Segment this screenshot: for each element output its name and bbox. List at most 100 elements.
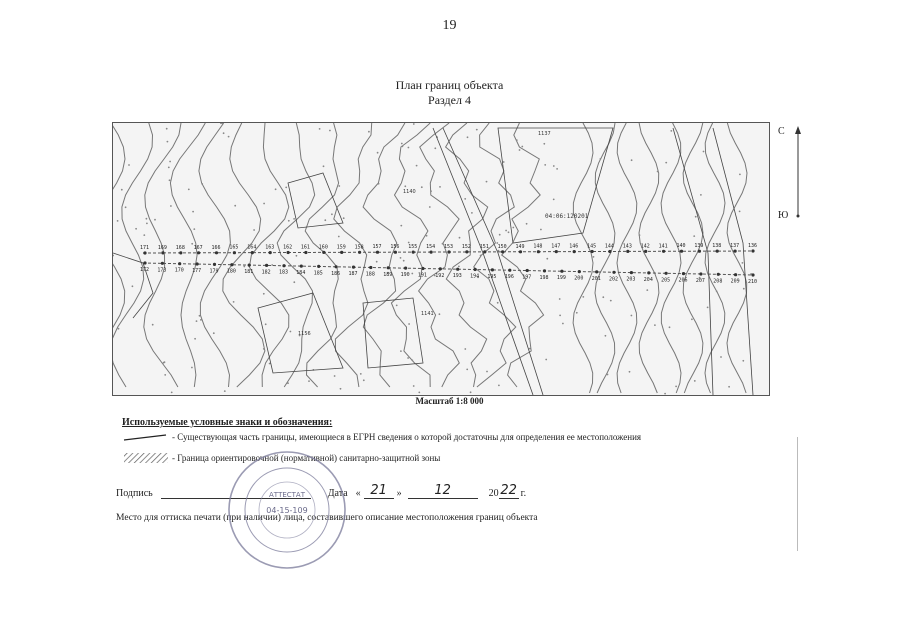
- area-label: 1141: [421, 311, 434, 317]
- boundary-point: [508, 268, 512, 272]
- boundary-point: [438, 267, 442, 271]
- area-label: 1156: [298, 331, 311, 337]
- map-dot: [195, 320, 198, 322]
- map-dot: [412, 385, 415, 387]
- boundary-point: [160, 261, 164, 265]
- point-label: 189: [383, 272, 392, 278]
- map-dot: [458, 236, 461, 239]
- point-label: 205: [661, 277, 670, 283]
- map-dot: [337, 235, 340, 238]
- map-dot: [117, 327, 120, 330]
- road-edge: [442, 127, 544, 395]
- point-label: 177: [192, 268, 201, 274]
- map-scale: Масштаб 1:8 000: [415, 396, 484, 406]
- map-dot: [162, 361, 165, 364]
- map-dot: [293, 218, 295, 220]
- map-dot: [562, 322, 564, 325]
- boundary-point: [626, 249, 630, 253]
- point-label: 200: [574, 276, 583, 282]
- map-dot: [665, 161, 668, 164]
- map-dot: [507, 231, 510, 234]
- legend-item-sanitary-zone: - Граница ориентировочной (нормативной) …: [122, 452, 440, 464]
- map-dot: [668, 326, 671, 329]
- point-label: 188: [366, 272, 375, 278]
- page-number: 19: [442, 18, 457, 33]
- date-day: 21: [363, 484, 394, 499]
- parcel-outline: [287, 172, 344, 229]
- map-dot: [670, 130, 673, 132]
- plan-title: План границ объекта: [395, 78, 504, 92]
- contour-line: [169, 123, 206, 388]
- map-dot: [191, 242, 194, 245]
- point-label: 149: [516, 244, 525, 250]
- map-dot: [742, 359, 745, 362]
- map-dot: [322, 165, 325, 168]
- map-dot: [331, 213, 333, 216]
- boundary-point: [542, 269, 547, 273]
- contour-line: [638, 123, 660, 394]
- contour-line: [726, 123, 748, 394]
- map-dot: [404, 185, 407, 188]
- point-label: 199: [557, 275, 566, 281]
- point-label: 197: [522, 275, 531, 281]
- map-dot: [498, 233, 501, 236]
- boundary-point: [393, 250, 397, 254]
- map-dot: [268, 362, 271, 365]
- point-label: 136: [748, 243, 757, 249]
- boundary-point: [369, 265, 373, 270]
- point-label: 137: [730, 243, 739, 249]
- map-dot: [654, 324, 656, 326]
- map-dot: [200, 319, 202, 321]
- map-dot: [466, 368, 469, 371]
- map-dot: [630, 159, 633, 162]
- point-label: 171: [140, 245, 149, 251]
- north-arrow-icon: [795, 126, 801, 218]
- map-dot: [201, 183, 204, 185]
- map-dot: [401, 145, 404, 148]
- boundary-point: [733, 249, 737, 253]
- boundary-point: [490, 268, 494, 272]
- map-dot: [602, 296, 605, 299]
- map-dot: [498, 384, 500, 387]
- map-dot: [630, 314, 633, 317]
- year-suffix: 22: [498, 483, 519, 499]
- map-dot: [505, 229, 507, 232]
- boundary-point: [699, 272, 703, 276]
- map-dot: [698, 276, 701, 279]
- point-label: 167: [194, 245, 203, 251]
- map-dot: [502, 161, 505, 163]
- map-dot: [166, 140, 169, 143]
- point-label: 194: [470, 274, 479, 280]
- point-label: 208: [713, 278, 722, 284]
- map-dot: [329, 129, 331, 132]
- map-dot: [116, 220, 119, 222]
- map-dot: [664, 392, 666, 395]
- contour-line: [248, 123, 290, 388]
- map-dot: [471, 212, 473, 214]
- map-dot: [599, 158, 602, 160]
- boundary-point: [681, 272, 686, 276]
- point-label: 153: [444, 244, 453, 250]
- solid-line-icon: [123, 434, 167, 441]
- point-label: 156: [390, 244, 399, 250]
- map-dot: [400, 142, 403, 145]
- point-label: 145: [587, 244, 596, 250]
- boundary-point: [317, 264, 321, 268]
- contour-line: [304, 123, 340, 388]
- boundary-point: [577, 270, 581, 274]
- map-dot: [458, 265, 460, 268]
- map-dot: [420, 186, 423, 189]
- boundary-point: [429, 250, 433, 254]
- map-dot: [146, 222, 148, 225]
- boundary-point: [554, 250, 558, 254]
- boundary-point: [232, 251, 236, 255]
- document-title: План границ объекта Раздел 4: [0, 78, 899, 108]
- map-dot: [441, 242, 444, 245]
- map-dot: [399, 257, 402, 259]
- boundary-point: [715, 249, 719, 253]
- boundary-point: [230, 263, 234, 267]
- boundary-point: [647, 271, 651, 275]
- boundary-point: [572, 250, 576, 254]
- point-label: 139: [694, 243, 703, 249]
